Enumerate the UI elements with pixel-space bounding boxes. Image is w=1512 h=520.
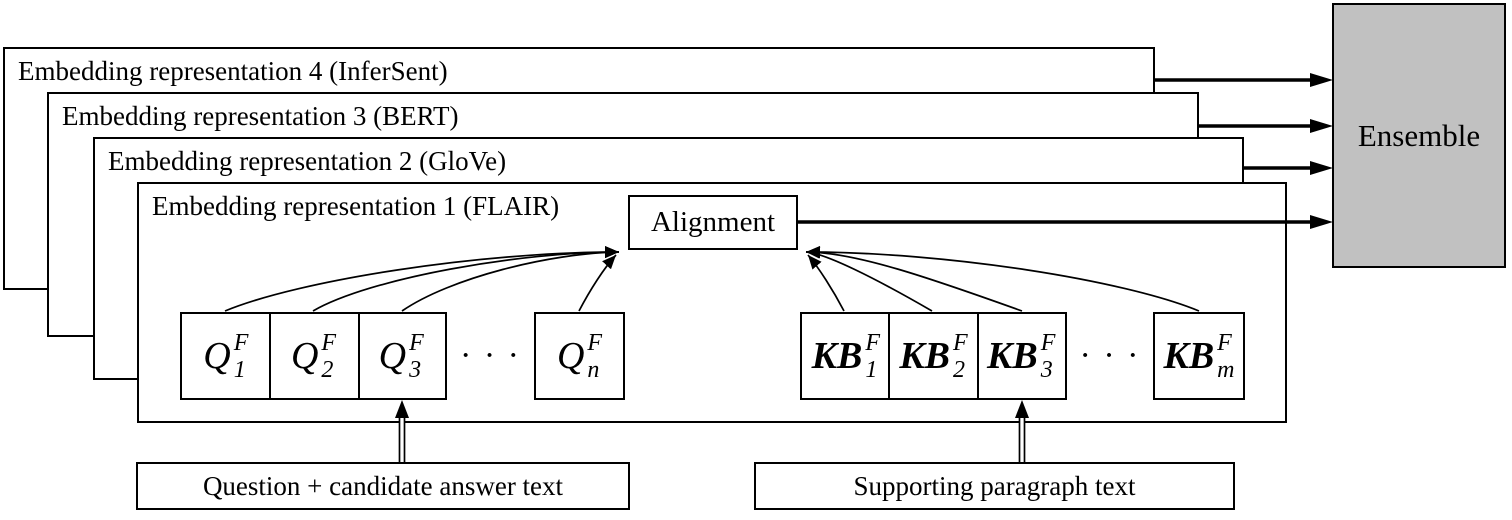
ensemble-box: Ensemble <box>1332 3 1506 268</box>
paragraph-input-label: Supporting paragraph text <box>853 470 1136 501</box>
token-q2: Q F 2 <box>270 314 358 398</box>
token-kb1-base: KB <box>811 335 863 377</box>
arrow-infersent-to-ensemble <box>1155 73 1333 87</box>
token-q1-base: Q <box>203 335 231 377</box>
kb-ellipsis: · · · <box>1079 337 1141 374</box>
divider <box>888 314 890 398</box>
layer-label-infersent: Embedding representation 4 (InferSent) <box>18 56 448 86</box>
paragraph-input-box: Supporting paragraph text <box>754 462 1235 510</box>
question-input-box: Question + candidate answer text <box>136 462 630 510</box>
layer-label-glove: Embedding representation 2 (GloVe) <box>108 146 507 176</box>
token-kb1: KB F 1 <box>802 314 890 398</box>
question-ellipsis: · · · <box>460 337 521 374</box>
layer-label-flair: Embedding representation 1 (FLAIR) <box>152 191 560 221</box>
token-kbm-scripts: F m <box>1217 329 1235 383</box>
token-kb3-scripts: F 3 <box>1040 329 1056 383</box>
token-q3-scripts: F 3 <box>409 329 424 383</box>
token-kb2: KB F 2 <box>890 314 978 398</box>
token-kbm: KB F m <box>1153 312 1245 400</box>
question-token-group: Q F 1 Q F 2 Q F 3 <box>180 312 447 400</box>
token-q3: Q F 3 <box>357 314 445 398</box>
layer-label-bert: Embedding representation 3 (BERT) <box>62 101 459 131</box>
token-q1: Q F 1 <box>182 314 270 398</box>
token-q1-scripts: F 1 <box>233 329 249 383</box>
arrow-bert-to-ensemble <box>1199 119 1333 133</box>
token-kb1-scripts: F 1 <box>865 329 881 383</box>
ensemble-label: Ensemble <box>1357 117 1481 153</box>
token-kb3: KB F 3 <box>977 314 1065 398</box>
token-qn-base: Q <box>556 335 585 377</box>
token-qn-scripts: F n <box>587 329 603 383</box>
token-kb2-scripts: F 2 <box>953 329 968 383</box>
token-q3-base: Q <box>378 335 407 377</box>
alignment-label: Alignment <box>650 206 776 238</box>
token-kb3-base: KB <box>986 335 1038 377</box>
token-q2-scripts: F 2 <box>321 329 337 383</box>
question-input-label: Question + candidate answer text <box>202 470 564 501</box>
token-kb2-base: KB <box>899 335 951 377</box>
arrow-glove-to-ensemble <box>1244 161 1333 175</box>
divider <box>358 314 360 398</box>
alignment-box: Alignment <box>628 195 798 250</box>
kb-token-group: KB F 1 KB F 2 KB F 3 <box>800 312 1067 400</box>
token-q2-base: Q <box>290 335 319 377</box>
token-qn: Q F n <box>534 312 625 400</box>
divider <box>269 314 271 398</box>
divider <box>977 314 979 398</box>
token-kbm-base: KB <box>1163 335 1215 377</box>
